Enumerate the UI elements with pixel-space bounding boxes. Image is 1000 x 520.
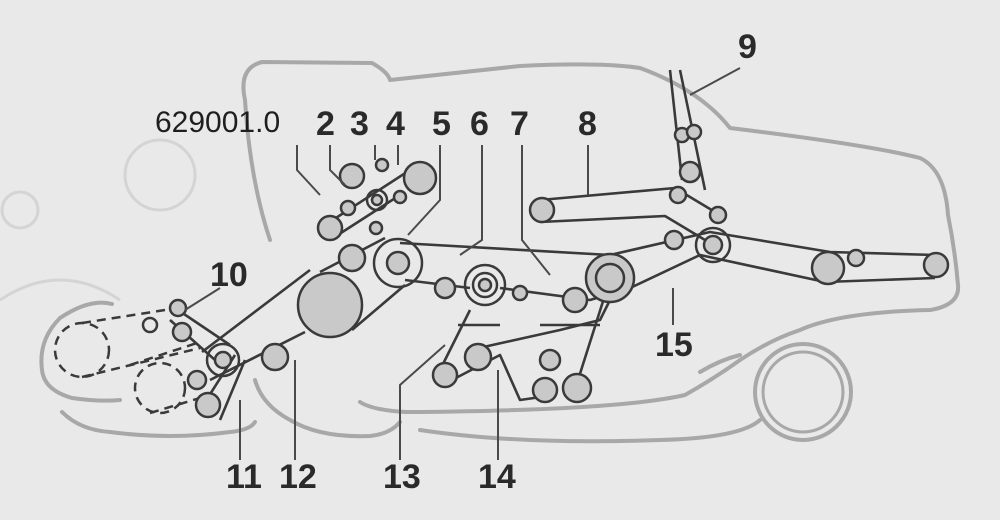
callout-3: 3 <box>350 105 369 143</box>
pulley <box>141 316 159 334</box>
callout-12: 12 <box>279 458 317 496</box>
pulley <box>316 214 344 242</box>
pulley <box>337 243 367 273</box>
pulley <box>594 262 626 294</box>
callout-6: 6 <box>470 105 489 143</box>
callout-8: 8 <box>578 105 597 143</box>
pulley <box>171 321 193 343</box>
pulley <box>186 369 208 391</box>
pulley <box>213 350 233 370</box>
pulley <box>374 157 390 173</box>
pulley <box>477 277 493 293</box>
callout-4: 4 <box>386 105 405 143</box>
callout-11: 11 <box>226 458 262 496</box>
callout-14: 14 <box>478 458 516 496</box>
pulley <box>433 276 457 300</box>
pulley <box>402 160 438 196</box>
pulley <box>339 199 357 217</box>
callout-15: 15 <box>655 326 693 364</box>
leader-lines <box>184 67 741 460</box>
callout-5: 5 <box>432 105 451 143</box>
pulley <box>370 193 384 207</box>
pulley <box>338 162 366 190</box>
pulley <box>810 250 846 286</box>
pulley <box>431 361 459 389</box>
pulley <box>708 205 728 225</box>
pulley <box>531 376 559 404</box>
pulley <box>168 298 188 318</box>
pulley <box>368 220 384 236</box>
callout-13: 13 <box>383 458 421 496</box>
belt-lower-center <box>438 294 612 402</box>
pulley <box>471 271 499 299</box>
ghost-background <box>0 138 197 302</box>
pulley <box>365 188 389 212</box>
callout-9: 9 <box>738 28 757 66</box>
pulley <box>678 160 702 184</box>
part-code: 629001.0 <box>155 106 281 139</box>
pulley <box>846 248 866 268</box>
pulley <box>296 271 364 339</box>
pulley <box>668 185 688 205</box>
belt-top <box>539 186 721 242</box>
machine-outline <box>39 60 961 444</box>
pulley <box>694 226 732 264</box>
pulley <box>463 263 507 307</box>
callout-10: 10 <box>210 256 248 294</box>
pulley <box>194 391 222 419</box>
pulley <box>385 250 411 276</box>
pulley <box>702 234 724 256</box>
pulley <box>392 189 408 205</box>
pulley <box>463 342 493 372</box>
pulley <box>922 251 950 279</box>
pulley <box>538 348 562 372</box>
pulley <box>205 342 241 378</box>
pulley <box>372 237 424 289</box>
pulley <box>685 123 703 141</box>
callout-2: 2 <box>316 105 335 143</box>
pulley <box>663 229 685 251</box>
pulley <box>561 286 589 314</box>
pulley <box>561 372 593 404</box>
callout-7: 7 <box>510 105 529 143</box>
pulley <box>511 284 529 302</box>
pulley <box>260 342 290 372</box>
pulleys <box>141 123 950 419</box>
pulley <box>528 196 556 224</box>
